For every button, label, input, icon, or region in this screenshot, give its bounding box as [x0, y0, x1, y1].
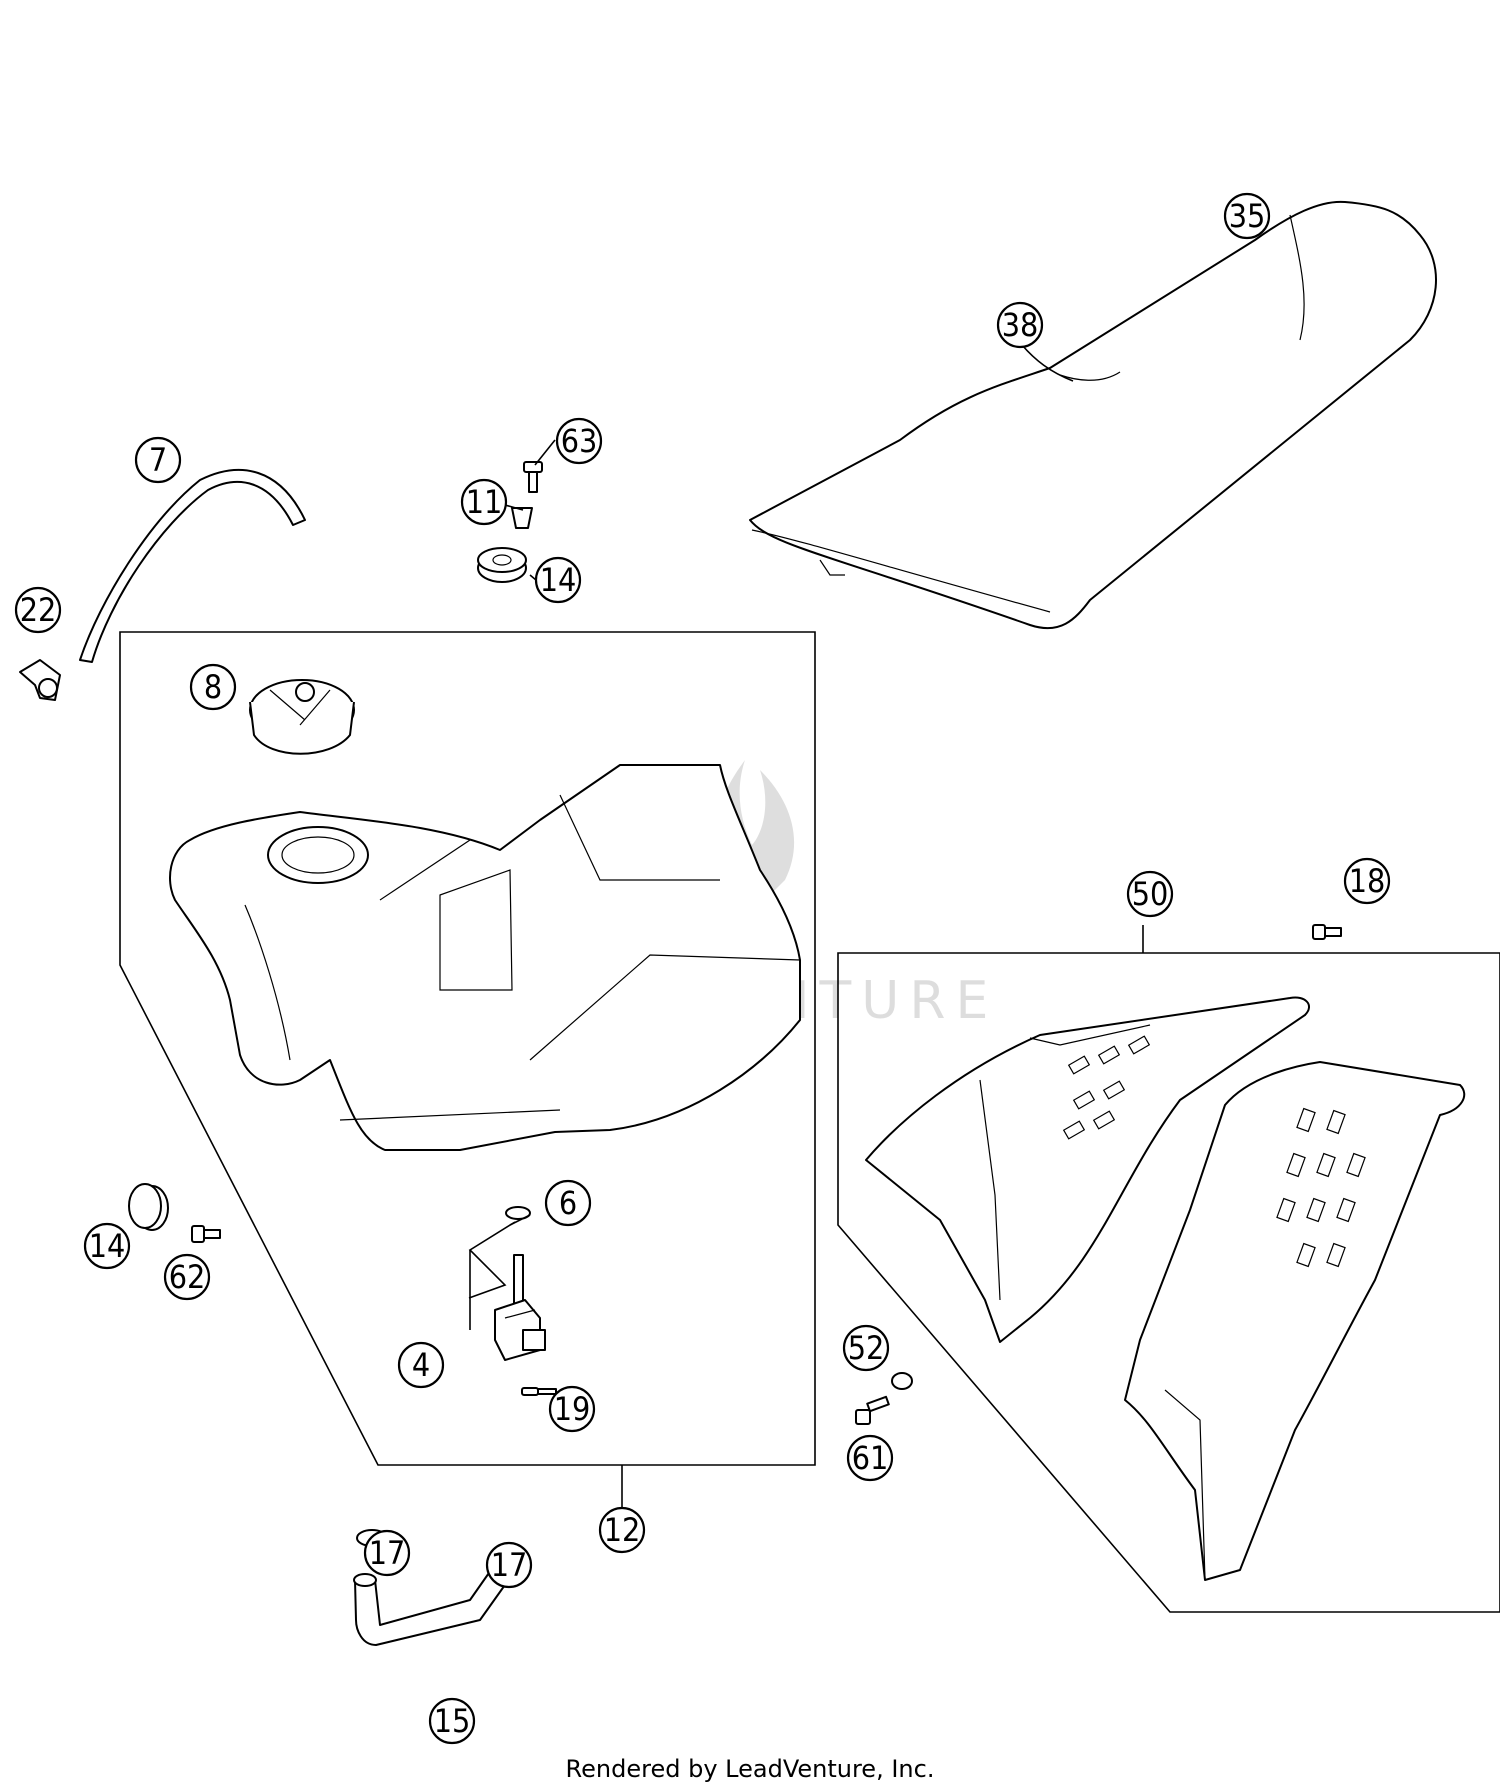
footer-credit: Rendered by LeadVenture, Inc.: [565, 1755, 935, 1783]
callout-8: 8: [189, 663, 237, 711]
callout-61: 61: [846, 1434, 894, 1482]
washer-52-part: [891, 1372, 913, 1390]
svg-text:12: 12: [604, 1511, 641, 1549]
spoiler-group-frame: [837, 952, 1500, 1613]
callout-4: 4: [397, 1341, 445, 1389]
callout-7: 7: [134, 436, 182, 484]
callout-6: 6: [544, 1179, 592, 1227]
fuel-tank-group-frame: [119, 631, 816, 1466]
o-ring-part: [505, 1206, 531, 1220]
svg-text:14: 14: [540, 561, 577, 599]
svg-text:19: 19: [554, 1390, 591, 1428]
screw-61-part: [855, 1395, 890, 1425]
rubber-bushing-14-upper-part: [477, 547, 527, 583]
callout-38: 38: [996, 301, 1044, 349]
svg-text:6: 6: [559, 1184, 577, 1222]
svg-text:62: 62: [169, 1258, 206, 1296]
fuel-tank-part: [169, 764, 801, 1151]
svg-text:4: 4: [412, 1346, 430, 1384]
screw-19-part: [521, 1387, 557, 1396]
rubber-bushing-14-lower-part: [128, 1183, 169, 1231]
svg-text:17: 17: [369, 1534, 406, 1572]
callout-14-lower: 14: [83, 1222, 131, 1270]
callout-63: 63: [555, 417, 603, 465]
right-spoiler-vents: [1276, 1107, 1366, 1268]
svg-text:18: 18: [1349, 862, 1386, 900]
svg-text:52: 52: [848, 1329, 885, 1367]
screw-63-part: [523, 461, 543, 493]
callout-11: 11: [460, 478, 508, 526]
fuel-hose-part: [353, 1559, 513, 1646]
svg-text:38: 38: [1002, 306, 1039, 344]
svg-text:61: 61: [852, 1439, 889, 1477]
callout-17-left: 17: [363, 1529, 411, 1577]
bush-11-part: [511, 507, 533, 529]
left-spoiler-part: [865, 996, 1310, 1343]
svg-text:22: 22: [20, 591, 57, 629]
callout-12: 12: [598, 1506, 646, 1554]
callout-50: 50: [1126, 870, 1174, 918]
screw-62-part: [191, 1225, 221, 1243]
right-spoiler-part: [1124, 1061, 1466, 1581]
leader-lines: [468, 344, 1144, 1510]
left-spoiler-vents: [1062, 1035, 1151, 1140]
svg-text:35: 35: [1229, 197, 1266, 235]
svg-text:17: 17: [491, 1546, 528, 1584]
callout-62: 62: [163, 1253, 211, 1301]
elbow-fitting-part: [19, 659, 61, 701]
seat-part: [749, 200, 1437, 630]
svg-text:14: 14: [89, 1227, 126, 1265]
svg-text:8: 8: [204, 668, 222, 706]
callout-15: 15: [428, 1697, 476, 1745]
callout-17-right: 17: [485, 1541, 533, 1589]
callout-35: 35: [1223, 192, 1271, 240]
callout-14-upper: 14: [534, 556, 582, 604]
svg-text:7: 7: [149, 441, 167, 479]
svg-text:15: 15: [434, 1702, 471, 1740]
callout-18: 18: [1343, 857, 1391, 905]
callout-19: 19: [548, 1385, 596, 1433]
svg-text:63: 63: [561, 422, 598, 460]
callout-22: 22: [14, 586, 62, 634]
screw-18-part: [1312, 924, 1342, 940]
callout-52: 52: [842, 1324, 890, 1372]
fuel-cap-part: [249, 679, 355, 755]
vent-hose-part: [79, 468, 306, 663]
svg-text:50: 50: [1132, 875, 1169, 913]
svg-text:11: 11: [466, 483, 503, 521]
fuel-tap-part: [494, 1254, 546, 1361]
